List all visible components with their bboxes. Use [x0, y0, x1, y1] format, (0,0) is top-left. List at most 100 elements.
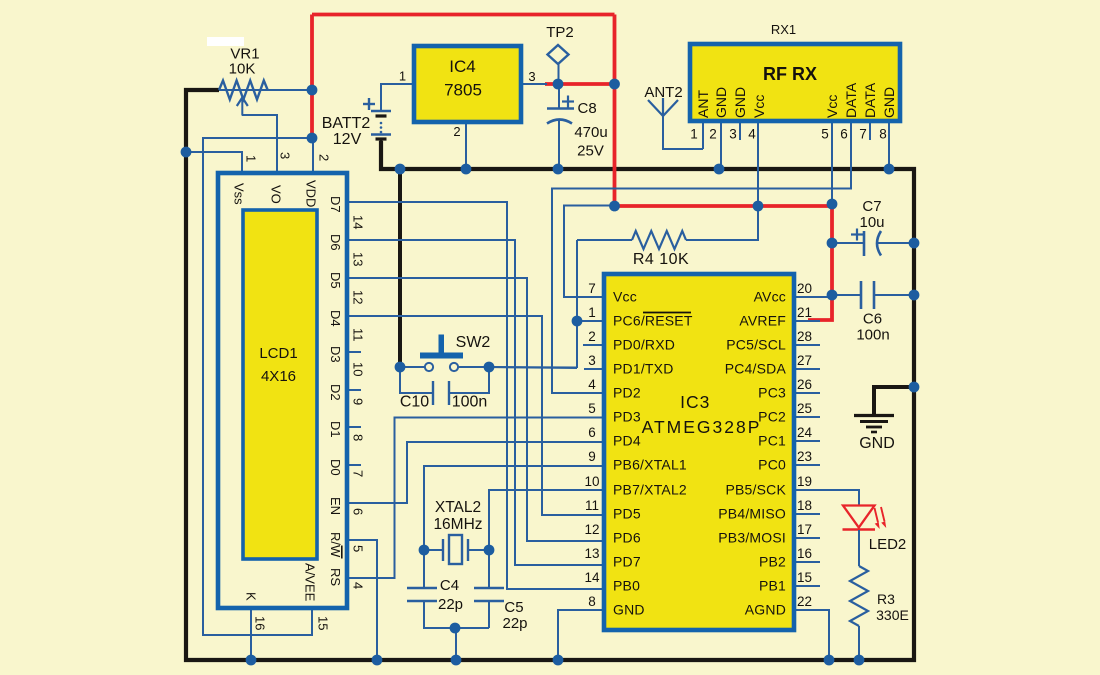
svg-text:D2: D2 [328, 384, 343, 401]
svg-text:GND: GND [713, 87, 729, 118]
svg-text:AVcc: AVcc [754, 289, 786, 305]
svg-text:15: 15 [315, 616, 330, 630]
svg-text:8: 8 [879, 127, 887, 142]
svg-text:R4 10K: R4 10K [633, 251, 689, 268]
svg-text:PC3: PC3 [758, 385, 786, 401]
svg-text:28: 28 [797, 329, 812, 344]
svg-text:1: 1 [243, 155, 258, 162]
svg-text:7: 7 [588, 281, 596, 296]
svg-text:27: 27 [797, 353, 812, 368]
svg-text:6: 6 [840, 127, 848, 142]
svg-text:3: 3 [729, 127, 737, 142]
svg-text:R/W: R/W [328, 532, 343, 558]
svg-text:GND: GND [613, 602, 645, 618]
svg-text:PB2: PB2 [759, 554, 786, 570]
svg-text:PD4: PD4 [613, 433, 641, 449]
svg-text:PD3: PD3 [613, 409, 641, 425]
svg-text:RX1: RX1 [771, 22, 796, 37]
svg-text:D0: D0 [328, 459, 343, 476]
svg-text:DATA: DATA [862, 82, 878, 118]
svg-text:22: 22 [797, 594, 812, 609]
svg-text:VDD: VDD [303, 180, 318, 207]
svg-text:K: K [243, 592, 258, 601]
svg-text:C8: C8 [578, 100, 597, 117]
svg-text:IC4: IC4 [449, 57, 475, 76]
svg-text:10K: 10K [229, 61, 256, 78]
svg-text:11: 11 [350, 328, 365, 342]
svg-text:1: 1 [690, 127, 698, 142]
svg-text:7: 7 [859, 127, 867, 142]
svg-text:100n: 100n [856, 327, 889, 344]
svg-text:24: 24 [797, 425, 813, 440]
svg-text:PB6/XTAL1: PB6/XTAL1 [613, 457, 687, 473]
svg-text:3: 3 [588, 353, 596, 368]
svg-text:VO: VO [268, 185, 283, 204]
svg-text:PC2: PC2 [758, 409, 786, 425]
svg-text:R3: R3 [877, 591, 895, 607]
svg-text:22p: 22p [438, 596, 463, 613]
svg-text:470u: 470u [574, 124, 607, 141]
svg-text:3: 3 [277, 152, 292, 159]
svg-text:12: 12 [350, 290, 365, 304]
svg-text:D7: D7 [328, 196, 343, 213]
svg-text:26: 26 [797, 377, 812, 392]
svg-text:PB7/XTAL2: PB7/XTAL2 [613, 482, 687, 498]
svg-text:5: 5 [350, 545, 365, 552]
svg-text:Vcc: Vcc [824, 95, 840, 118]
svg-text:6: 6 [588, 425, 596, 440]
svg-text:C10: C10 [400, 394, 429, 411]
svg-text:Vss: Vss [231, 183, 246, 205]
svg-text:LED2: LED2 [869, 536, 907, 553]
svg-text:16: 16 [797, 546, 812, 561]
svg-text:5: 5 [588, 401, 596, 416]
svg-text:PB0: PB0 [613, 578, 640, 594]
svg-text:ATMEG328P: ATMEG328P [642, 417, 762, 437]
svg-text:9: 9 [588, 449, 596, 464]
svg-text:RF RX: RF RX [763, 64, 817, 84]
svg-text:AGND: AGND [745, 602, 786, 618]
svg-text:D1: D1 [328, 421, 343, 438]
svg-text:PB4/MISO: PB4/MISO [718, 506, 786, 522]
svg-text:C4: C4 [440, 577, 459, 594]
svg-text:2: 2 [588, 329, 596, 344]
svg-text:GND: GND [859, 435, 895, 452]
svg-text:16MHz: 16MHz [433, 516, 482, 533]
svg-text:10: 10 [350, 362, 365, 376]
svg-text:25: 25 [797, 401, 812, 416]
svg-text:7805: 7805 [444, 81, 482, 100]
svg-text:23: 23 [797, 449, 812, 464]
svg-text:C5: C5 [504, 599, 523, 616]
svg-text:18: 18 [797, 498, 812, 513]
svg-text:AVREF: AVREF [739, 313, 786, 329]
svg-text:D4: D4 [328, 310, 343, 327]
svg-text:100n: 100n [452, 394, 488, 411]
svg-text:D5: D5 [328, 272, 343, 289]
svg-text:EN: EN [328, 497, 343, 515]
svg-text:13: 13 [584, 546, 599, 561]
svg-text:PD5: PD5 [613, 506, 641, 522]
svg-text:17: 17 [797, 522, 812, 537]
svg-text:ANT2: ANT2 [644, 84, 682, 101]
svg-text:12V: 12V [333, 131, 362, 148]
svg-text:20: 20 [797, 281, 812, 296]
svg-text:GND: GND [732, 87, 748, 118]
svg-text:16: 16 [252, 616, 267, 630]
svg-text:19: 19 [797, 474, 812, 489]
svg-text:TP2: TP2 [546, 24, 574, 41]
svg-text:8: 8 [588, 594, 596, 609]
svg-text:4: 4 [748, 127, 756, 142]
svg-text:1: 1 [399, 69, 406, 84]
svg-text:2: 2 [316, 154, 331, 161]
svg-text:Vcc: Vcc [751, 95, 767, 118]
svg-text:22p: 22p [502, 615, 527, 632]
svg-text:14: 14 [584, 570, 600, 585]
svg-text:10u: 10u [859, 214, 884, 231]
svg-text:PC5/SCL: PC5/SCL [726, 337, 786, 353]
svg-text:Vcc: Vcc [613, 289, 637, 305]
svg-text:13: 13 [350, 252, 365, 266]
svg-text:3: 3 [528, 69, 535, 84]
svg-text:PD6: PD6 [613, 530, 641, 546]
svg-text:15: 15 [797, 570, 812, 585]
svg-text:ANT: ANT [695, 90, 711, 118]
svg-text:8: 8 [350, 434, 365, 441]
